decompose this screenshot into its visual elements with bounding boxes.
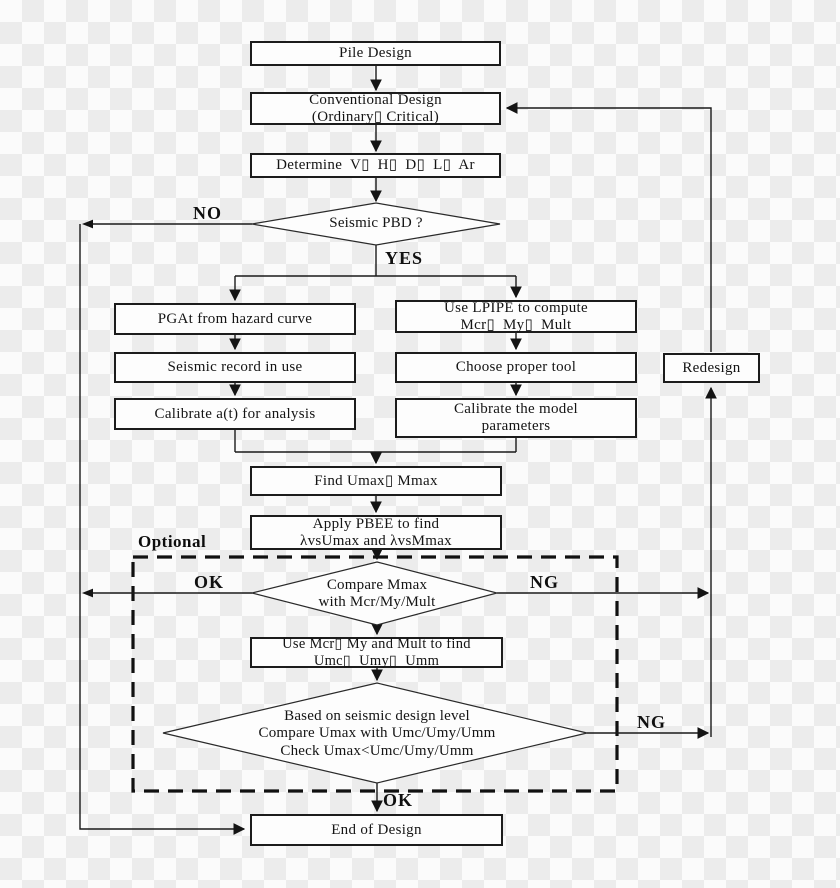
node-use-mcr-my-mult: Use Mcr▯ My and Mult to find Umc▯ Umy▯ U… bbox=[250, 636, 503, 669]
find-umax-mmax-label: Find Umax▯ Mmax bbox=[314, 472, 438, 489]
node-pile-design: Pile Design bbox=[250, 41, 501, 66]
use-lpipe-line2: Mcr▯ My▯ Mult bbox=[460, 316, 572, 333]
calibrate-model-line2: parameters bbox=[481, 418, 551, 434]
node-pgat-hazard-curve: PGAt from hazard curve bbox=[114, 303, 356, 335]
edge-label-ok-compare: OK bbox=[194, 572, 225, 592]
node-calibrate-at: Calibrate a(t) for analysis bbox=[114, 398, 356, 430]
node-conventional-design: Conventional Design (Ordinary▯ Critical) bbox=[250, 92, 501, 125]
node-pile-design-label: Pile Design bbox=[339, 45, 412, 62]
calibrate-model-line1: Calibrate the model bbox=[454, 401, 578, 418]
connector-lines bbox=[79, 66, 717, 835]
determine-parameters-label: Determine V▯ H▯ D▯ L▯ Ar bbox=[276, 157, 475, 174]
edge-label-ng-compare: NG bbox=[530, 572, 559, 592]
use-mcr-line1: Use Mcr▯ My and Mult to find bbox=[282, 636, 471, 653]
use-lpipe-line1: Use LPIPE to compute bbox=[444, 299, 588, 316]
seismic-pbd-diamond bbox=[251, 202, 501, 246]
apply-pbee-line2: λvsUmax and λvsMmax bbox=[300, 532, 452, 549]
no-arrowhead bbox=[82, 219, 93, 229]
edge-label-ng-check: NG bbox=[637, 712, 666, 732]
use-mcr-line2: Umc▯ Umy▯ Umm bbox=[313, 652, 440, 669]
node-find-umax-mmax: Find Umax▯ Mmax bbox=[250, 466, 502, 496]
node-redesign: Redesign bbox=[663, 353, 760, 383]
design-level-check-diamond-label: Based on seismic design level Compare Um… bbox=[217, 707, 537, 761]
redesign-label: Redesign bbox=[682, 359, 741, 376]
seismic-record-label: Seismic record in use bbox=[167, 359, 303, 376]
node-apply-pbee: Apply PBEE to find λvsUmax and λvsMmax bbox=[250, 515, 502, 550]
node-determine-parameters: Determine V▯ H▯ D▯ L▯ Ar bbox=[250, 153, 501, 178]
compare-mmax-diamond-label: Compare Mmax with Mcr/My/Mult bbox=[262, 576, 492, 612]
node-end-of-design: End of Design bbox=[250, 814, 503, 846]
design-level-check-line3: Check Umax<Umc/Umy/Umm bbox=[280, 742, 474, 759]
compare-mmax-line1: Compare Mmax bbox=[326, 576, 428, 593]
design-level-check-line1: Based on seismic design level bbox=[284, 708, 470, 725]
conventional-design-line2: (Ordinary▯ Critical) bbox=[311, 108, 440, 125]
pgat-hazard-curve-label: PGAt from hazard curve bbox=[157, 310, 313, 327]
apply-pbee-line1: Apply PBEE to find bbox=[312, 515, 440, 532]
optional-label: Optional bbox=[138, 532, 207, 551]
conventional-design-line1: Conventional Design bbox=[309, 91, 442, 108]
end-of-design-label: End of Design bbox=[331, 821, 422, 838]
ok-arrowhead bbox=[82, 588, 93, 598]
seismic-pbd-diamond-label: Seismic PBD ? bbox=[262, 210, 490, 238]
node-use-lpipe: Use LPIPE to compute Mcr▯ My▯ Mult bbox=[395, 300, 637, 333]
seismic-pbd-text: Seismic PBD ? bbox=[329, 215, 423, 232]
node-choose-proper-tool: Choose proper tool bbox=[395, 352, 637, 383]
compare-mmax-diamond bbox=[251, 561, 500, 626]
compare-mmax-line2: with Mcr/My/Mult bbox=[318, 594, 436, 610]
calibrate-at-label: Calibrate a(t) for analysis bbox=[154, 405, 316, 422]
node-calibrate-model: Calibrate the model parameters bbox=[395, 398, 637, 438]
edge-label-yes: YES bbox=[385, 248, 424, 268]
node-seismic-record: Seismic record in use bbox=[114, 352, 356, 383]
edge-label-no: NO bbox=[193, 203, 222, 223]
design-level-check-diamond bbox=[162, 682, 588, 784]
design-level-check-line2: Compare Umax with Umc/Umy/Umm bbox=[258, 725, 496, 742]
edge-label-ok-check: OK bbox=[383, 790, 414, 810]
choose-proper-tool-label: Choose proper tool bbox=[455, 359, 577, 376]
